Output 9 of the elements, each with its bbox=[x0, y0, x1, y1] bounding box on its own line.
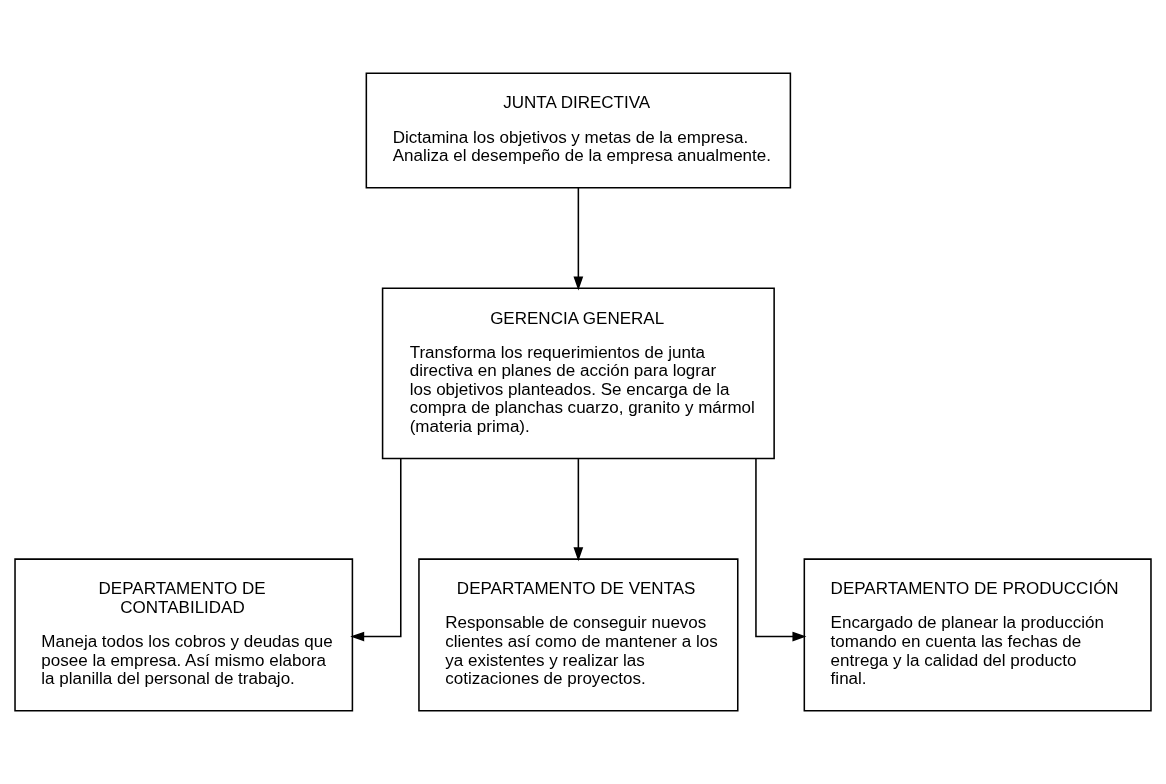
node-box: DEPARTAMENTO DE VENTAS Responsable de conseguir nuevos clientes así como de mantener a los ya existentes y realizar las cotizaciones de proyectos. bbox=[418, 558, 739, 712]
arrow bbox=[573, 458, 584, 562]
node-box: GERENCIA GENERAL Transforma los requerimientos de junta directiva en planes de acción para lograr los objetivos planteados. Se encarga de la compra de planchas cuarzo, granito y mármol (materia prima). bbox=[381, 287, 775, 460]
node-box: JUNTA DIRECTIVA Dictamina los objetivos y metas de la empresa. Analiza el desempeño de la empresa anualmente. bbox=[365, 72, 792, 189]
arrow bbox=[755, 458, 807, 642]
arrow bbox=[350, 458, 402, 642]
node-box: DEPARTAMENTO DE CONTABILIDAD Maneja todos los cobros y deudas que posee la empresa. Así mismo elabora la planilla del personal de trabajo. bbox=[14, 558, 354, 712]
node-box: DEPARTAMENTO DE PRODUCCIÓN Encargado de planear la producción tomando en cuenta las fechas de entrega y la calidad del producto final. bbox=[803, 558, 1152, 712]
arrow bbox=[573, 187, 584, 291]
